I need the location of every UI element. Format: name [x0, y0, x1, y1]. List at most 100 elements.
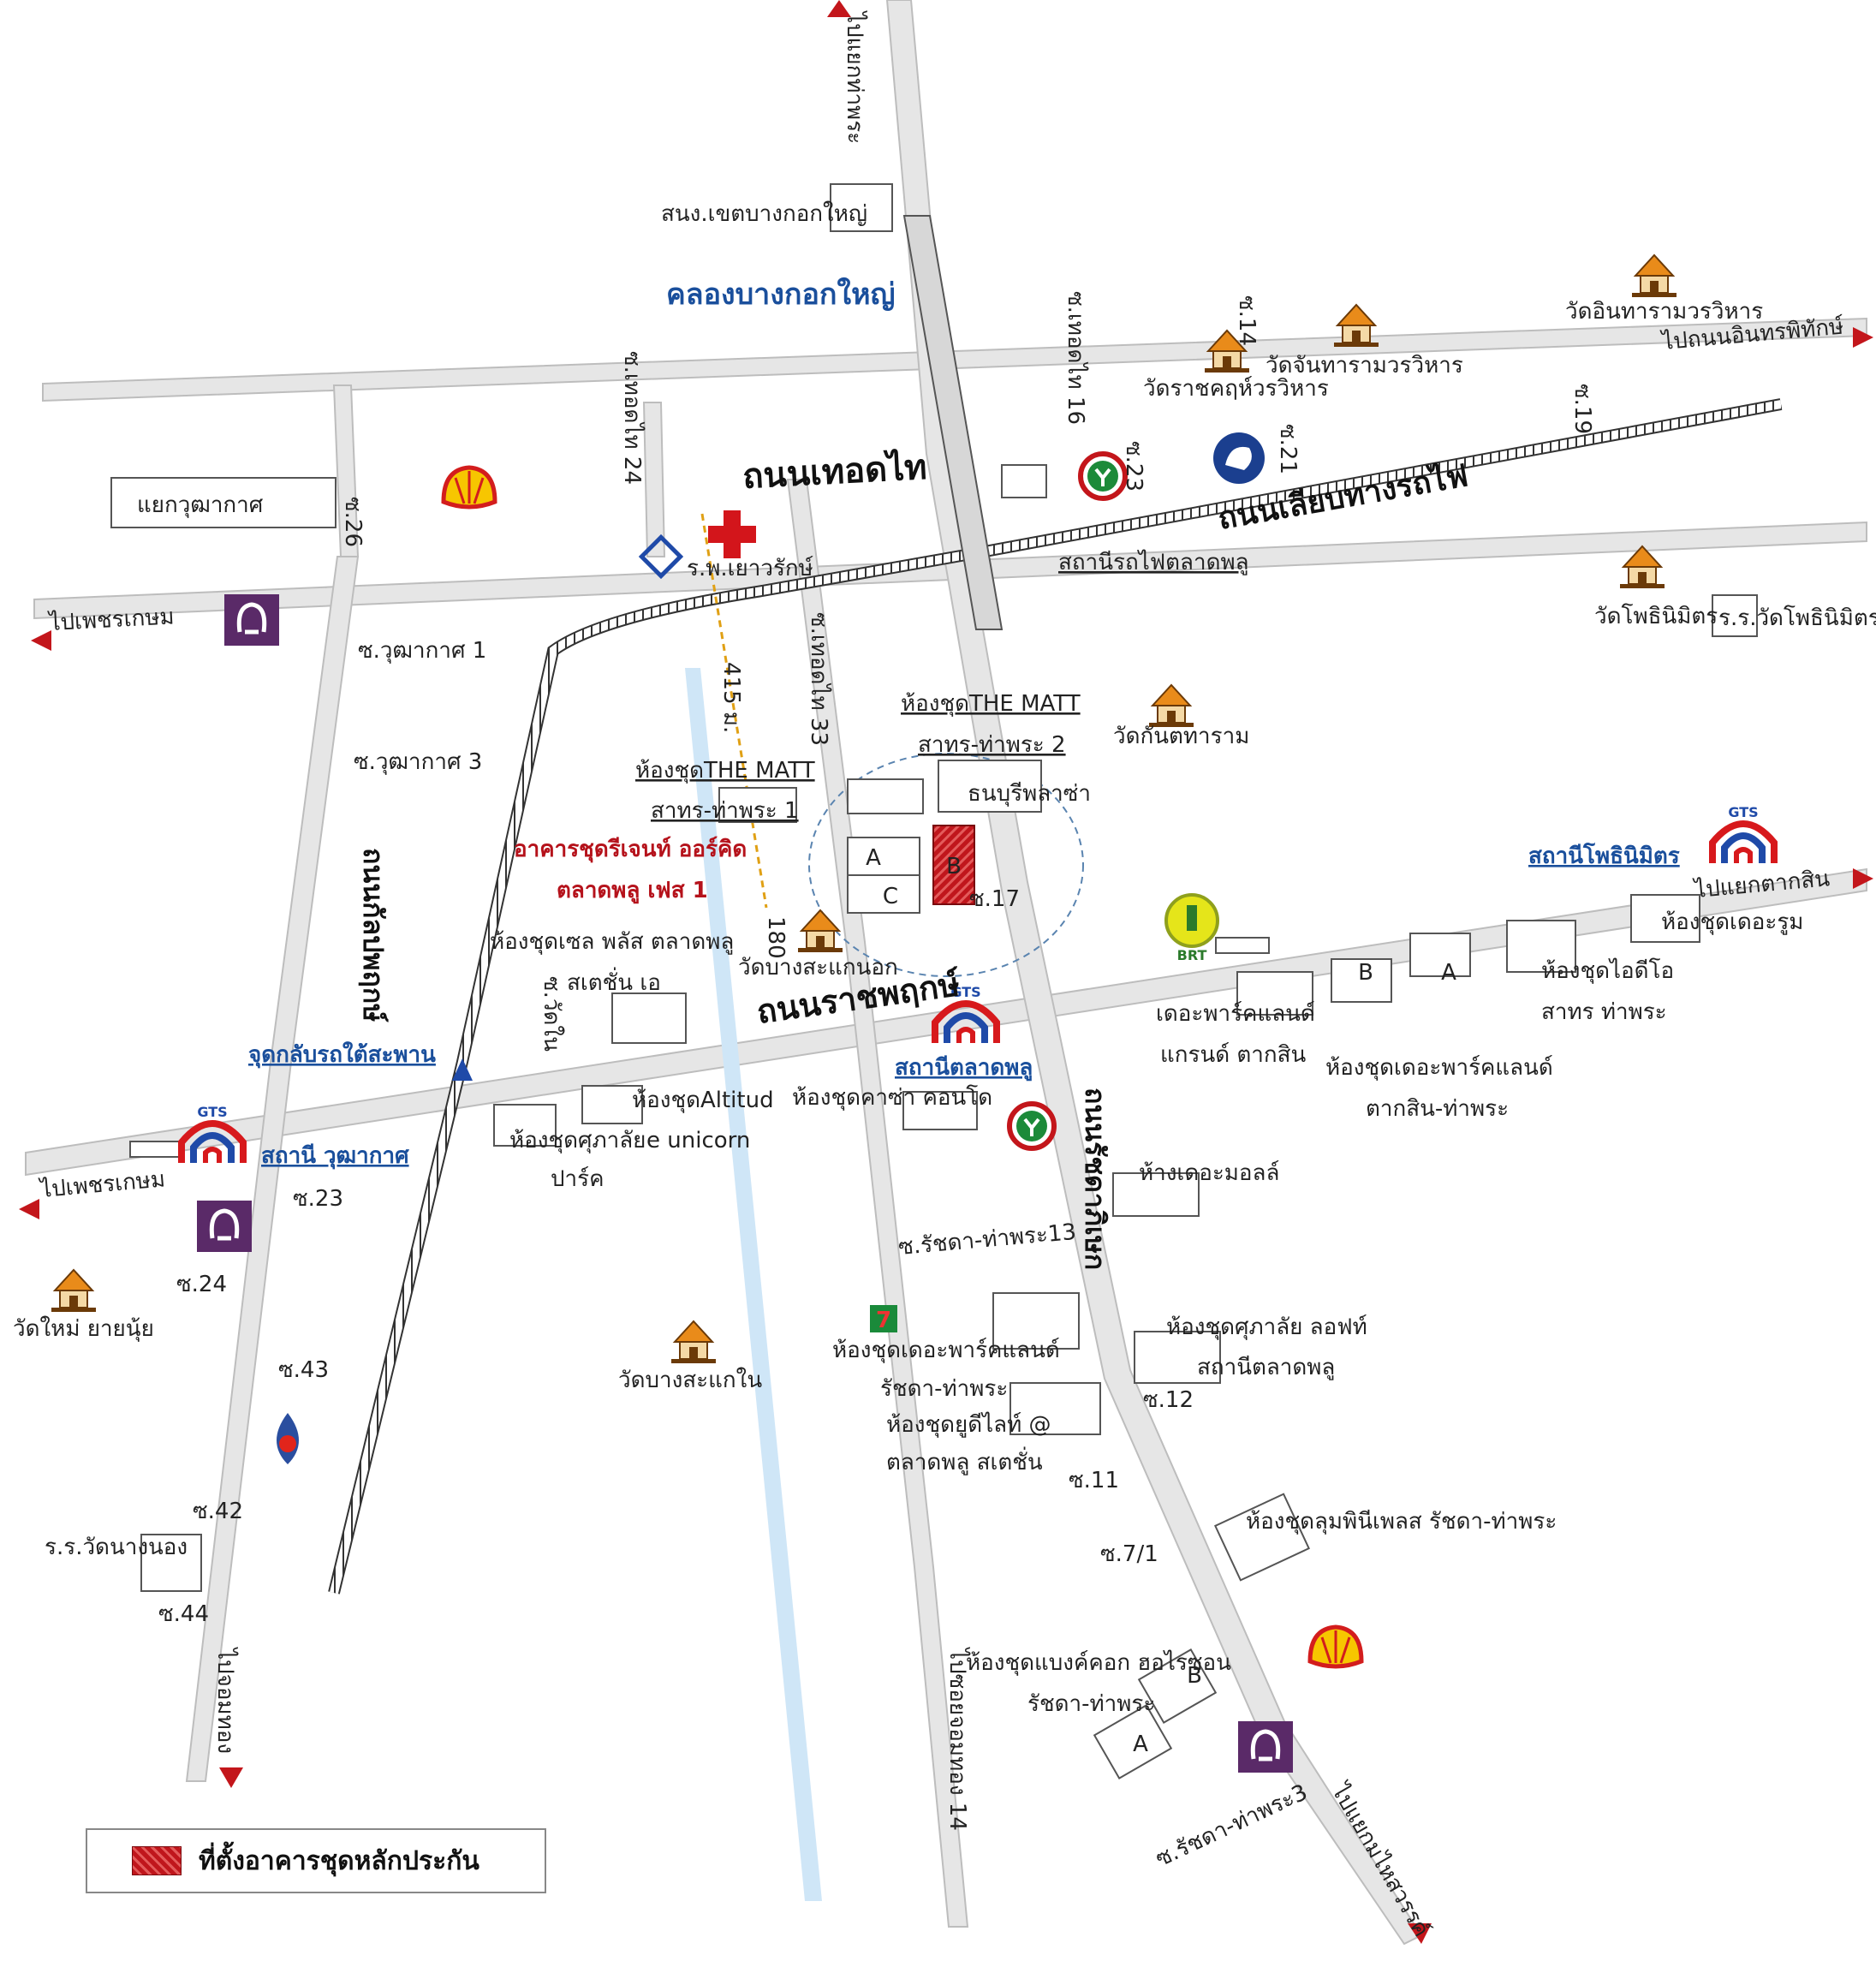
road-soi-26: [332, 384, 360, 557]
building-supalai-park: [493, 1104, 557, 1147]
label-bts-wutthakat: สถานี วุฒากาศ: [261, 1143, 409, 1170]
label-wat-intharam: วัดอินทารามวรวิหาร: [1565, 299, 1763, 325]
building-matt-1: [718, 787, 797, 823]
label-bts-pho-nimit: สถานีโพธินิมิตร: [1528, 842, 1680, 869]
label-parkland-ratchada-line-2: รัชดา-ท่าพระ: [880, 1376, 1008, 1402]
road-soi-33: [786, 479, 969, 1928]
label-school-photh: ร.ร.วัดโพธินิมิตร: [1718, 605, 1876, 631]
building-bts-pho-nimit: [1215, 937, 1270, 954]
building-c: [847, 874, 920, 914]
arrow-icon: [31, 630, 51, 651]
label-collateral-line-2: ตลาดพลู เฟส 1: [557, 878, 708, 904]
label-road-kanlapaphruek: ถนนกัลปพฤกษ์: [357, 848, 390, 1022]
arrow-icon: [219, 1767, 243, 1788]
label-distance-180: 180: [763, 916, 789, 959]
label-soi-23-bottom: ซ.23: [293, 1186, 343, 1212]
label-road-ratchada: ถนนรัชดาภิเษก: [1079, 1088, 1111, 1270]
kasikorn-bank-icon: [1081, 454, 1125, 498]
siam-commercial-bank-icon: [224, 594, 279, 646]
label-soi-43: ซ.43: [278, 1357, 329, 1383]
label-parkland-taksin-line-1: ห้องชุดเดอะพาร์คแลนด์: [1325, 1055, 1553, 1081]
kasikorn-bank-icon: [1009, 1104, 1054, 1148]
brt-icon: BRT: [1164, 893, 1219, 963]
label-soi-21: ซ.21: [1275, 424, 1301, 474]
building-parkland-b: [1331, 958, 1392, 1003]
label-soi-ratchada-13: ซ.รัชดา-ท่าพระ13: [897, 1219, 1077, 1261]
label-horizon-building-a: A: [1133, 1732, 1148, 1757]
label-supalai-loft-line-2: สถานีตลาดพลู: [1197, 1355, 1335, 1380]
label-building-a: A: [866, 845, 881, 871]
buildings: [129, 183, 1758, 1779]
label-u-turn: จุดกลับรถใต้สะพาน: [248, 1041, 436, 1069]
label-udelight-line-2: ตลาดพลู สเตชั่น: [886, 1446, 1043, 1475]
collateral-building-b: [932, 825, 975, 905]
road-network: [25, 0, 1867, 1946]
label-casa-condo: ห้องชุดคาซ่า คอนโด: [792, 1084, 992, 1111]
brt-label: BRT: [1177, 947, 1207, 963]
label-wat-bang-sakae-nok: วัดบางสะแกนอก: [738, 955, 898, 980]
building-train-station: [1001, 464, 1047, 498]
building-parkland-ratchada: [992, 1292, 1080, 1350]
arrow-icon: [1408, 1923, 1432, 1944]
label-soi-7-1: ซ.7/1: [1100, 1541, 1158, 1567]
label-building-b: B: [946, 854, 962, 879]
temple-icon: [1148, 684, 1194, 728]
canal-strip: [685, 668, 822, 1901]
label-wat-nai: ซ.วัดใน: [539, 976, 564, 1052]
seven-eleven-icon: 7: [870, 1305, 897, 1333]
building-school-nang-nong: [140, 1534, 202, 1592]
siam-commercial-bank-icon: [197, 1201, 252, 1252]
building-horizon-b: [1137, 1648, 1218, 1724]
label-soi-26: ซ.26: [340, 497, 366, 547]
label-supalai-loft-line-1: ห้องชุดศุภาลัย ลอฟท์: [1166, 1314, 1367, 1340]
label-soi-24: ซ.24: [176, 1272, 227, 1297]
label-soi-44: ซ.44: [158, 1601, 209, 1627]
siam-commercial-bank-icon: [1238, 1721, 1293, 1773]
label-soi-23-top: ซ.23: [1121, 441, 1146, 492]
label-parkland-ratchada-line-1: ห้องชุดเดอะพาร์คแลนด์: [832, 1338, 1060, 1363]
distance-line: [700, 513, 768, 909]
building-ideo: [1506, 920, 1576, 973]
building-school-photh: [1712, 594, 1758, 637]
building-district-office: [830, 183, 893, 232]
label-soi-12: ซ.12: [1143, 1387, 1194, 1413]
label-wat-photh: วัดโพธินิมิตร: [1594, 603, 1718, 629]
label-lumpini: ห้องชุดลุมพินีเพลส รัชดา-ท่าพระ: [1246, 1509, 1557, 1535]
ptt-icon: [277, 1413, 299, 1464]
label-ideo-line-2: สาทร ท่าพระ: [1541, 999, 1667, 1025]
label-soi-wut-3: ซ.วุฒากาศ 3: [354, 749, 482, 775]
legend-label: ที่ตั้งอาคารชุดหลักประกัน: [199, 1845, 479, 1876]
label-wat-chantharam: วัดจันทารามวรวิหาร: [1266, 353, 1463, 378]
label-wat-kanikaram: วัดกันตทาราม: [1113, 724, 1249, 749]
arrow-icon: [1853, 868, 1873, 889]
label-the-room: ห้องชุดเดอะรูม: [1661, 909, 1803, 935]
label-parkland-building-b: B: [1358, 960, 1373, 986]
label-collateral-line-1: อาคารชุดรีเจนท์ ออร์คิด: [514, 836, 747, 863]
overpass: [902, 215, 1004, 630]
label-thonburi-plaza: ธนบุรีพลาซ่า: [968, 781, 1091, 807]
building-the-mall: [1112, 1172, 1200, 1217]
building-a: [847, 837, 920, 876]
label-road-thoet-thai: ถนนเทอดไท: [741, 447, 928, 497]
label-to-chom-thong-14: ไปซอยจอมทอง 14: [944, 1647, 971, 1831]
label-wutthakat-junction: แยกวุฒากาศ: [137, 492, 264, 518]
label-soi-14: ซ.14: [1234, 295, 1260, 346]
label-soi-17: ซ.17: [969, 886, 1020, 912]
building-the-room: [1630, 894, 1700, 943]
legend-swatch: [132, 1846, 182, 1875]
temple-icon: [1619, 545, 1665, 589]
label-soi-thoet-thai-16: ซ.เทอดไท 16: [1063, 291, 1089, 425]
label-soi-thoet-thai-33: ซ.เทอดไท 33: [806, 612, 832, 746]
road-ratchaphruek: [25, 867, 1867, 1177]
label-train-station: สถานีรถไฟตลาดพลู: [1058, 549, 1249, 575]
building-lumpini: [1214, 1493, 1310, 1582]
label-hospital: ร.พ.เยาวรักษ์: [687, 556, 813, 581]
label-building-c: C: [883, 884, 898, 909]
radius-circle: [808, 753, 1084, 977]
label-to-chom-thong: ไปจอมทอง: [212, 1647, 239, 1754]
label-matt-2-line-2: สาทร-ท่าพระ 2: [918, 732, 1066, 758]
shell-icon: [1310, 1627, 1361, 1666]
label-the-mall: ห้างเดอะมอลล์: [1139, 1160, 1279, 1186]
label-bts-talat-phlu: สถานีตลาดพลู: [895, 1055, 1033, 1082]
